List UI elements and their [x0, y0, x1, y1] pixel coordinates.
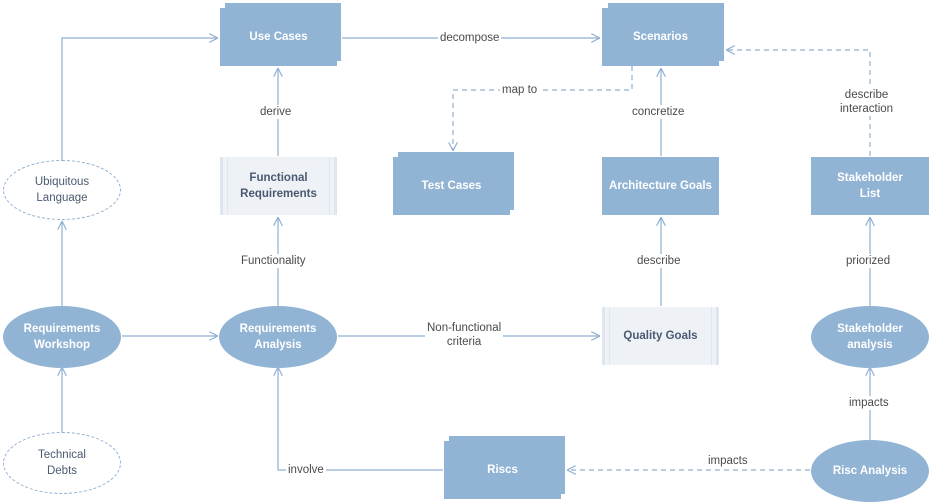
edge-involve: [278, 368, 443, 471]
node-requirements-analysis-label: Requirements Analysis: [239, 323, 317, 351]
node-architecture-goals-label: Architecture Goals: [609, 180, 712, 192]
edge-ubiquitous-to-usecases: [61, 38, 217, 160]
node-quality-goals[interactable]: Quality Goals: [602, 307, 719, 365]
edge-describe-interaction: [727, 50, 871, 156]
edge-label-impacts-horizontal: impacts: [706, 454, 750, 468]
node-functional-requirements[interactable]: Functional Requirements: [220, 157, 337, 215]
edge-label-involve: involve: [286, 463, 326, 477]
edge-label-map-to: map to: [500, 83, 540, 97]
node-requirements-analysis[interactable]: Requirements Analysis: [219, 306, 337, 368]
edge-label-describe: describe: [635, 254, 683, 268]
edge-map-to: [453, 66, 633, 150]
edge-label-functionality: Functionality: [239, 254, 308, 268]
node-test-cases[interactable]: Test Cases: [393, 157, 510, 215]
node-riscs-label: Riscs: [487, 464, 518, 476]
node-stakeholder-analysis-label: Stakeholder analysis: [837, 323, 903, 351]
node-technical-debts[interactable]: Technical Debts: [3, 432, 121, 494]
node-riscs[interactable]: Riscs: [444, 441, 561, 499]
node-functional-requirements-label: Functional Requirements: [240, 172, 317, 200]
node-ubiquitous-language-label: Ubiquitous Language: [34, 176, 90, 204]
node-test-cases-label: Test Cases: [421, 180, 482, 192]
node-stakeholder-list-label: Stakeholder List: [837, 172, 903, 200]
node-requirements-workshop[interactable]: Requirements Workshop: [3, 306, 121, 368]
edge-label-describe-interaction: describe interaction: [838, 88, 896, 116]
node-technical-debts-label: Technical Debts: [38, 449, 86, 477]
node-stakeholder-list[interactable]: Stakeholder List: [811, 157, 929, 215]
node-requirements-workshop-label: Requirements Workshop: [23, 323, 101, 351]
edge-label-concretize: concretize: [630, 105, 687, 119]
node-risc-analysis[interactable]: Risc Analysis: [811, 440, 929, 502]
node-use-cases-label: Use Cases: [249, 31, 308, 43]
node-quality-goals-label: Quality Goals: [623, 330, 698, 342]
edge-label-impacts-vertical: impacts: [847, 396, 891, 410]
edge-label-priorized: priorized: [844, 254, 893, 268]
node-ubiquitous-language[interactable]: Ubiquitous Language: [3, 160, 121, 220]
edge-label-decompose: decompose: [438, 31, 502, 45]
node-risc-analysis-label: Risc Analysis: [832, 465, 908, 477]
node-architecture-goals[interactable]: Architecture Goals: [602, 157, 719, 215]
node-use-cases[interactable]: Use Cases: [220, 8, 337, 66]
node-stakeholder-analysis[interactable]: Stakeholder analysis: [811, 306, 929, 368]
node-scenarios[interactable]: Scenarios: [602, 8, 719, 66]
edge-label-non-functional: Non-functional criteria: [425, 321, 504, 349]
node-scenarios-label: Scenarios: [633, 31, 688, 43]
edge-label-derive: derive: [258, 105, 294, 119]
